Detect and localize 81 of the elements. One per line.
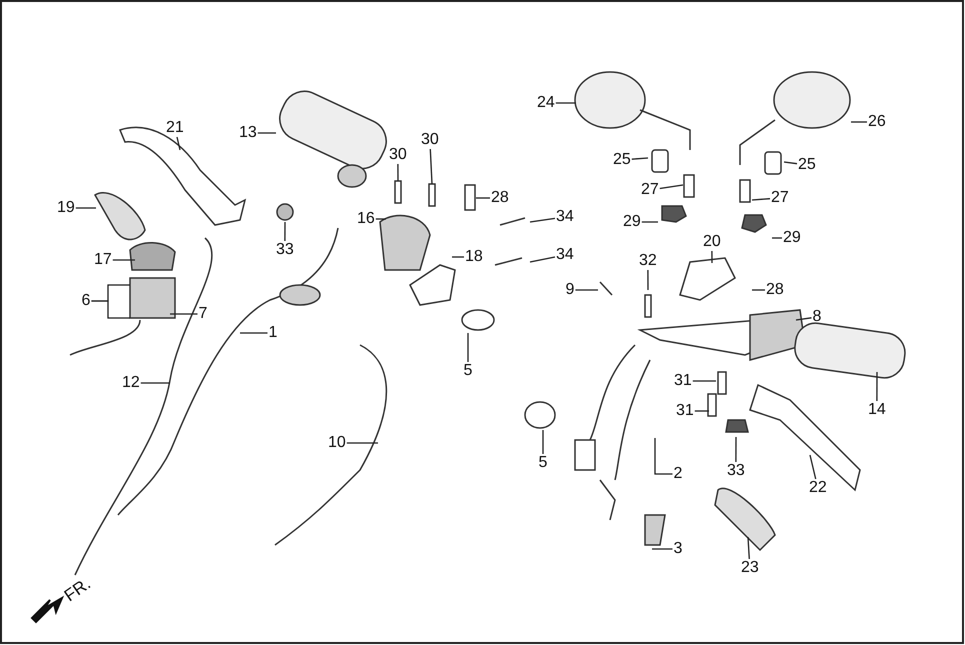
leader-line — [467, 333, 469, 362]
callout-number: 28 — [490, 189, 510, 207]
direction-text: FR. — [60, 574, 95, 606]
leader-line — [430, 148, 433, 184]
callout-number: 8 — [812, 308, 822, 326]
callout-number: 31 — [673, 372, 693, 390]
callout-number: 5 — [538, 454, 548, 472]
callout-number: 33 — [275, 241, 295, 259]
callout-number: 25 — [612, 151, 632, 169]
leader-line — [647, 270, 649, 290]
leader-line — [91, 300, 130, 319]
leader-line — [784, 161, 798, 164]
callout-number: 9 — [564, 281, 576, 299]
leader-line — [747, 536, 750, 560]
callout-number: 27 — [640, 181, 660, 199]
callout-number: 17 — [93, 251, 113, 269]
leader-line — [772, 237, 782, 239]
callout-number: 21 — [165, 119, 185, 137]
leader-line — [692, 380, 716, 382]
leader-line — [632, 157, 648, 160]
leader-line — [694, 410, 709, 412]
callout-number: 23 — [740, 559, 760, 577]
callout-number: 22 — [808, 479, 828, 497]
leader-line — [530, 218, 556, 223]
leader-line — [530, 256, 556, 263]
leader-line — [170, 313, 198, 315]
leader-line — [452, 256, 464, 258]
callout-number: 19 — [56, 199, 76, 217]
callout-number: 29 — [782, 229, 802, 247]
leader-line — [660, 184, 684, 190]
callout-number: 5 — [462, 362, 474, 380]
callout-number: 14 — [867, 401, 887, 419]
callout-number: 10 — [327, 434, 347, 452]
callout-number: 34 — [555, 246, 575, 264]
callout-number: 7 — [198, 305, 208, 323]
callout-number: 25 — [797, 156, 817, 174]
leader-line — [76, 207, 96, 209]
leader-line — [575, 289, 598, 291]
callout-number: 24 — [536, 94, 556, 112]
callout-number: 20 — [702, 233, 722, 251]
leader-line — [476, 197, 490, 199]
leader-line — [542, 430, 544, 454]
leader-line — [240, 332, 268, 334]
callout-number: 33 — [726, 462, 746, 480]
leader-line — [376, 218, 386, 220]
leader-line — [284, 222, 286, 241]
callout-number: 3 — [672, 540, 684, 558]
callout-number: 1 — [268, 324, 278, 342]
callout-number: 16 — [356, 210, 376, 228]
callout-number: 28 — [765, 281, 785, 299]
leader-line — [809, 454, 816, 480]
callout-number: 29 — [622, 213, 642, 231]
leader-line — [796, 317, 812, 321]
leader-line — [752, 289, 765, 291]
leader-line — [876, 372, 878, 401]
callout-number: 30 — [420, 131, 440, 149]
callout-number: 27 — [770, 189, 790, 207]
leader-line — [642, 221, 658, 223]
callout-number: 18 — [464, 248, 484, 266]
callout-number: 2 — [672, 465, 684, 483]
leader-line — [112, 259, 135, 261]
leader-line — [735, 437, 737, 462]
leader-line — [851, 121, 867, 123]
leader-line — [654, 438, 672, 475]
leader-line — [652, 548, 672, 550]
callout-number: 12 — [121, 374, 141, 392]
leader-line — [711, 251, 713, 263]
callout-number: 6 — [80, 292, 92, 310]
callout-number: 32 — [638, 252, 658, 270]
callout-number: 30 — [388, 146, 408, 164]
leader-line — [176, 136, 181, 150]
callout-number: 34 — [555, 208, 575, 226]
leader-line — [556, 102, 576, 104]
leader-line — [140, 382, 170, 384]
leader-line — [397, 164, 399, 181]
callout-number: 13 — [238, 124, 258, 142]
callout-number: 31 — [675, 402, 695, 420]
leader-line — [258, 132, 276, 134]
callout-number: 26 — [867, 113, 887, 131]
leader-line — [752, 198, 770, 201]
leader-line — [346, 442, 378, 444]
